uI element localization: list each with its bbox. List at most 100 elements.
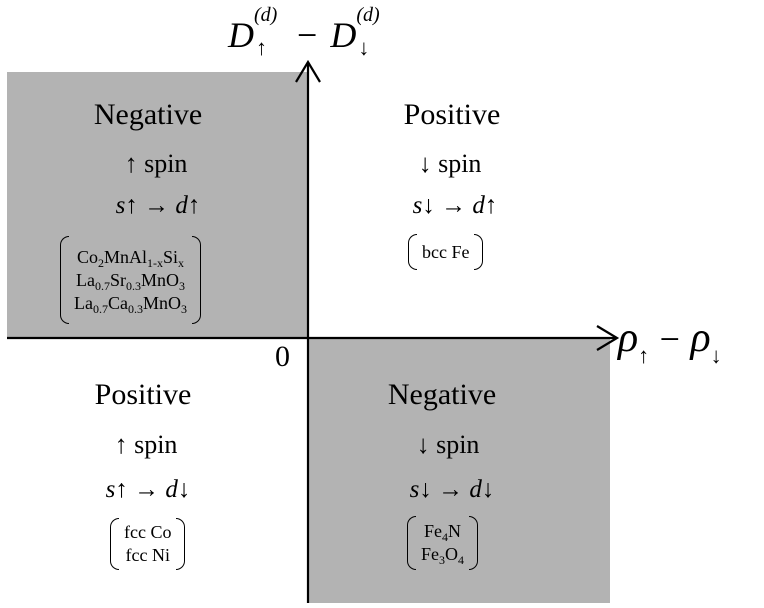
top-left-spin: ↑ spin — [124, 149, 188, 178]
material-formula: La0.7Ca0.3MnO3 — [74, 292, 187, 315]
formula-subscript: 0.3 — [127, 301, 143, 316]
transition-to: d — [472, 192, 485, 219]
x-label-minus: − — [659, 319, 680, 359]
shaded-region-bottom-right — [308, 338, 610, 603]
y-label-sup-up: (d) — [254, 3, 278, 26]
right-bracket — [474, 234, 484, 270]
x-axis-label: ρ↑ − ρ↓ — [618, 308, 722, 386]
formula-subscript: 0.7 — [94, 278, 110, 293]
formula-subscript: 1-x — [147, 255, 163, 270]
formula-text: MnO — [142, 292, 181, 313]
y-label-sup-down: (d) — [356, 3, 380, 26]
bottom-left-title: Positive — [94, 378, 192, 411]
right-bracket — [192, 236, 201, 324]
formula-text: Fe — [421, 544, 439, 564]
right-bracket — [469, 516, 478, 570]
formula-subscript: 4 — [442, 530, 448, 544]
bottom-right-spin: ↓ spin — [416, 430, 480, 459]
transition-from: s — [409, 476, 420, 503]
x-axis-arrowhead — [596, 325, 620, 351]
y-axis-arrowhead — [295, 59, 321, 83]
x-label-arrow-up: ↑ — [638, 343, 650, 368]
x-label-arrow-down: ↓ — [710, 343, 722, 368]
formula-text: MnO — [140, 269, 179, 290]
formula-subscript: 3 — [181, 301, 187, 316]
formula-subscript: 3 — [439, 553, 445, 567]
formula-text: Fe — [424, 521, 442, 541]
transition-to: d — [165, 476, 178, 503]
top-right-transition: s↓ → d↑ — [355, 192, 555, 220]
transition-from-arrow: ↓ — [419, 476, 432, 503]
formula-subscript: 0.3 — [125, 278, 141, 293]
top-right-spin: ↓ spin — [418, 149, 482, 178]
origin-label: 0 — [275, 340, 290, 373]
material-formula: fcc Ni — [124, 544, 171, 567]
bottom-left-materials: fcc Co fcc Ni — [110, 518, 186, 570]
transition-from-arrow: ↑ — [115, 476, 128, 503]
transition-from: s — [412, 192, 423, 219]
transition-from-arrow: ↓ — [422, 192, 435, 219]
transition-to: d — [469, 476, 482, 503]
formula-subscript: 2 — [97, 255, 104, 270]
top-right-materials: bcc Fe — [408, 234, 484, 270]
bottom-right-transition: s↓ → d↓ — [352, 476, 552, 504]
transition-to: d — [175, 192, 188, 219]
formula-text: N — [448, 521, 461, 541]
y-label-arrow-up: ↑ — [256, 34, 267, 60]
y-label-d-down: D — [330, 15, 357, 55]
bottom-right-title: Negative — [387, 378, 497, 411]
formula-text: Co — [76, 246, 98, 267]
top-left-transition: s↑ → d↑ — [58, 192, 258, 220]
left-bracket — [407, 516, 416, 570]
y-label-minus: − — [297, 15, 318, 55]
y-label-d-up: D — [228, 15, 254, 55]
left-bracket — [60, 236, 69, 324]
formula-text: MnAl — [103, 246, 147, 267]
material-list: bcc Fe — [417, 234, 474, 270]
formula-subscript: 3 — [179, 278, 185, 293]
material-formula: Co2MnAl1-xSix — [74, 246, 187, 269]
y-label-arrow-down: ↓ — [358, 34, 370, 60]
material-formula: fcc Co — [124, 521, 171, 544]
bottom-left-transition: s↑ → d↓ — [48, 476, 248, 504]
transition-arrow: → — [441, 192, 467, 219]
material-list: fcc Co fcc Ni — [119, 518, 176, 570]
transition-to-arrow: ↑ — [484, 192, 498, 219]
transition-to-arrow: ↑ — [187, 192, 201, 219]
shaded-region-top-left — [7, 72, 308, 338]
transition-from: s — [105, 476, 116, 503]
material-formula: Fe3O4 — [421, 543, 464, 566]
material-formula: Fe4N — [421, 520, 464, 543]
formula-text: fcc Ni — [125, 545, 170, 565]
right-bracket — [176, 518, 186, 570]
transition-from: s — [115, 192, 126, 219]
transition-arrow: → — [144, 192, 170, 219]
formula-text: Sr — [109, 269, 126, 290]
left-bracket — [110, 518, 119, 570]
transition-arrow: → — [134, 476, 160, 503]
formula-subscript: 4 — [458, 553, 464, 567]
top-right-title: Positive — [403, 98, 501, 131]
x-label-rho-up: ρ — [618, 315, 639, 361]
formula-text: La — [74, 292, 93, 313]
formula-text: bcc Fe — [422, 241, 470, 262]
top-left-title: Negative — [93, 98, 203, 131]
formula-subscript: x — [178, 255, 185, 270]
formula-subscript: 0.7 — [92, 301, 108, 316]
material-formula: La0.7Sr0.3MnO3 — [74, 269, 187, 292]
transition-arrow: → — [438, 476, 464, 503]
material-formula: bcc Fe — [422, 241, 469, 264]
formula-text: fcc Co — [124, 522, 172, 542]
formula-text: Ca — [107, 292, 128, 313]
formula-text: La — [75, 269, 95, 290]
transition-to-arrow: ↓ — [481, 476, 495, 503]
formula-text: O — [445, 544, 458, 564]
x-label-rho-down: ρ — [690, 315, 711, 361]
transition-from-arrow: ↑ — [125, 192, 138, 219]
bottom-left-spin: ↑ spin — [114, 430, 178, 459]
